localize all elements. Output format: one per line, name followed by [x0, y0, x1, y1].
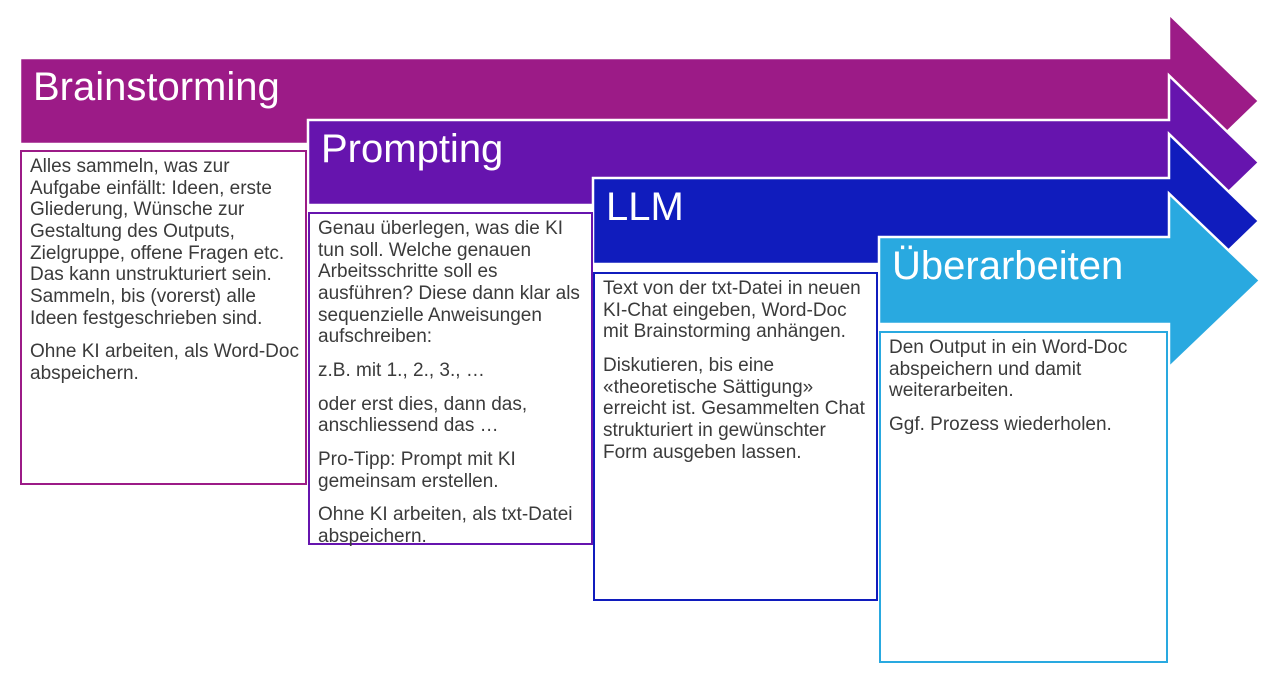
paragraph: Alles sammeln, was zur Aufgabe einfällt:… [30, 156, 285, 329]
paragraph: z.B. mit 1., 2., 3., … [318, 359, 485, 381]
arrow-shape-ueberarbeiten [877, 190, 1262, 371]
paragraph: Den Output in ein Word-Doc abspeichern u… [889, 337, 1128, 402]
paragraph: oder erst dies, dann das, anschliessend … [318, 393, 528, 437]
paragraph: Ggf. Prozess wiederholen. [889, 413, 1112, 435]
paragraph: Pro-Tipp: Prompt mit KI gemeinsam erstel… [318, 448, 516, 492]
paragraph: Diskutieren, bis eine «theoretische Sätt… [603, 354, 865, 463]
paragraph: Ohne KI arbeiten, als txt-Datei abspeich… [318, 504, 573, 547]
step-details-prompting: Genau überlegen, was die KI tun soll. We… [308, 212, 593, 547]
paragraph: Genau überlegen, was die KI tun soll. We… [318, 218, 580, 348]
step-title-llm: LLM [606, 185, 684, 229]
step-details-ueberarbeiten: Den Output in ein Word-Doc abspeichern u… [879, 331, 1168, 663]
step-title-prompting: Prompting [321, 127, 504, 171]
paragraph: Text von der txt-Datei in neuen KI-Chat … [603, 278, 861, 343]
step-title-brainstorming: Brainstorming [33, 65, 280, 109]
step-details-brainstorming: Alles sammeln, was zur Aufgabe einfällt:… [20, 150, 307, 485]
paragraph: Ohne KI arbeiten, als Word-Doc abspeiche… [30, 341, 299, 384]
step-details-llm: Text von der txt-Datei in neuen KI-Chat … [593, 272, 878, 601]
step-title-ueberarbeiten: Überarbeiten [892, 244, 1124, 288]
